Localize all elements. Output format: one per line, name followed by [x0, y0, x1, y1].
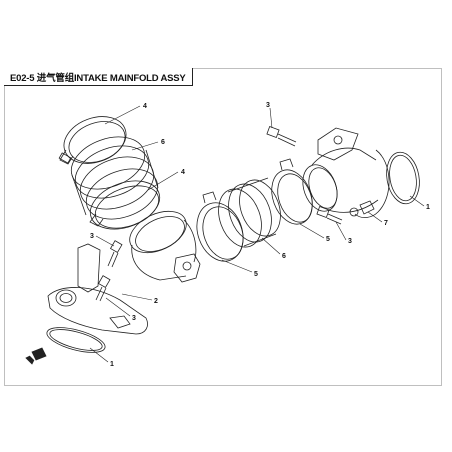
callout-3-left-upper: 3 — [90, 233, 94, 240]
callout-3-left-lower: 3 — [132, 315, 136, 322]
bolt-top-right — [266, 126, 297, 147]
leader-lines — [89, 105, 425, 363]
o-ring-right — [386, 151, 420, 205]
callout-3-right: 3 — [348, 238, 352, 245]
callout-labels: 4 6 4 3 1 7 5 3 6 5 3 2 3 1 — [90, 102, 430, 368]
front-direction-icon — [25, 347, 47, 365]
hose-clamp-middle — [196, 191, 244, 262]
callout-5-middle: 5 — [254, 271, 258, 278]
rubber-boot-middle — [218, 177, 281, 248]
bolt-left-lower — [95, 275, 111, 302]
intake-elbow — [129, 210, 201, 283]
intake-manifold — [302, 127, 390, 218]
diagram-frame — [4, 68, 442, 386]
rubber-boot-top — [70, 136, 159, 220]
title-box: E02-5 进气管组INTAKE MAINFOLD ASSY — [4, 68, 193, 86]
throttle-flange — [47, 243, 148, 335]
callout-5-right: 5 — [326, 236, 330, 243]
callout-7: 7 — [384, 220, 388, 227]
callout-1-left: 1 — [110, 361, 114, 368]
callout-6-middle: 6 — [282, 253, 286, 260]
bolt-right — [316, 206, 343, 225]
diagram-title: E02-5 进气管组INTAKE MAINFOLD ASSY — [10, 73, 186, 84]
bolt-left-upper — [107, 240, 123, 268]
callout-6-top: 6 — [161, 139, 165, 146]
o-ring-left — [46, 327, 106, 353]
callout-3-top-right: 3 — [266, 102, 270, 109]
hose-clamp-lower — [89, 180, 161, 230]
callout-4-lower: 4 — [181, 169, 185, 176]
callout-2: 2 — [154, 298, 158, 305]
hose-clamp-top — [58, 116, 127, 165]
callout-1-right: 1 — [426, 204, 430, 211]
callout-4-top: 4 — [143, 103, 147, 110]
